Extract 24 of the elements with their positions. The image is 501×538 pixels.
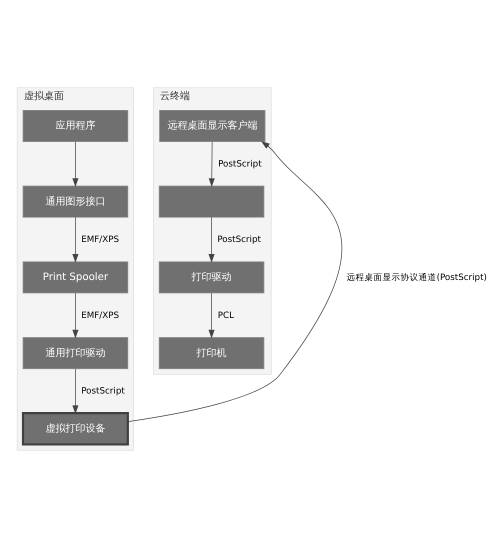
edge-label: EMF/XPS — [81, 235, 119, 246]
node-box: 通用打印驱动 — [22, 337, 128, 370]
node-box: Print Spooler — [22, 261, 128, 294]
arrow — [208, 292, 215, 338]
edge-label: PostScript — [217, 235, 261, 246]
node-box — [158, 186, 264, 218]
node-box: 虚拟打印设备 — [22, 412, 129, 446]
arrow — [72, 141, 78, 188]
node-box: 打印机 — [158, 337, 264, 370]
arrow — [72, 368, 78, 414]
edge-label: PostScript — [218, 159, 262, 170]
arrow — [208, 217, 215, 263]
node-box: 打印驱动 — [158, 261, 264, 294]
node-box: 应用程序 — [22, 110, 128, 142]
arrow — [72, 217, 78, 263]
edge-label: 远程桌面显示协议通道(PostScript) — [346, 272, 487, 283]
edge-label: PCL — [218, 310, 234, 321]
edge-label: PostScript — [81, 386, 125, 397]
arrow — [208, 141, 215, 188]
node-box: 通用图形接口 — [22, 186, 128, 218]
arrow — [72, 292, 78, 338]
node-box: 远程桌面显示客户端 — [159, 110, 266, 142]
arrow — [128, 141, 342, 422]
edge-label: EMF/XPS — [81, 310, 119, 321]
